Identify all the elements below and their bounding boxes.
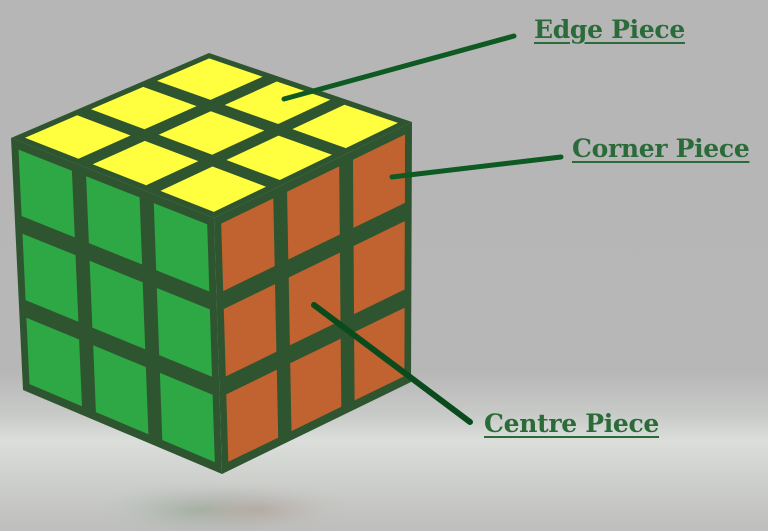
top-face-sticker	[91, 86, 197, 130]
edge-piece-label: Edge Piece	[534, 15, 685, 44]
top-face-sticker	[92, 140, 199, 186]
left-face-sticker	[159, 372, 215, 463]
centre-piece-label: Centre Piece	[484, 409, 660, 438]
top-face-sticker	[226, 135, 332, 180]
edge-piece-leader-line	[281, 33, 517, 102]
left-face-sticker	[93, 345, 149, 435]
right-face-sticker	[353, 221, 405, 315]
right-face-sticker	[287, 166, 340, 260]
top-face-sticker	[157, 58, 263, 100]
right-face-sticker	[288, 252, 341, 346]
rubiks-cube	[11, 53, 412, 474]
left-face-sticker	[86, 176, 143, 265]
left-face-sticker	[89, 260, 146, 350]
corner-piece-leader-line	[389, 154, 564, 180]
right-face-sticker	[290, 338, 342, 432]
left-face-sticker	[26, 317, 82, 407]
top-face-sticker	[160, 166, 266, 212]
centre-piece-leader-line	[311, 302, 473, 425]
right-face-sticker	[223, 284, 277, 377]
left-face-sticker	[22, 233, 79, 322]
right-face-sticker	[221, 198, 275, 292]
right-face-sticker	[226, 369, 279, 462]
top-face-sticker	[25, 115, 131, 159]
left-face-sticker	[153, 203, 210, 292]
cube-shadow	[90, 480, 360, 531]
right-face-sticker	[353, 134, 405, 228]
corner-piece-label: Corner Piece	[572, 134, 750, 163]
top-face-sticker	[292, 104, 398, 149]
left-face-sticker	[156, 288, 212, 377]
top-face-sticker	[158, 111, 265, 155]
left-face-sticker	[18, 149, 75, 238]
